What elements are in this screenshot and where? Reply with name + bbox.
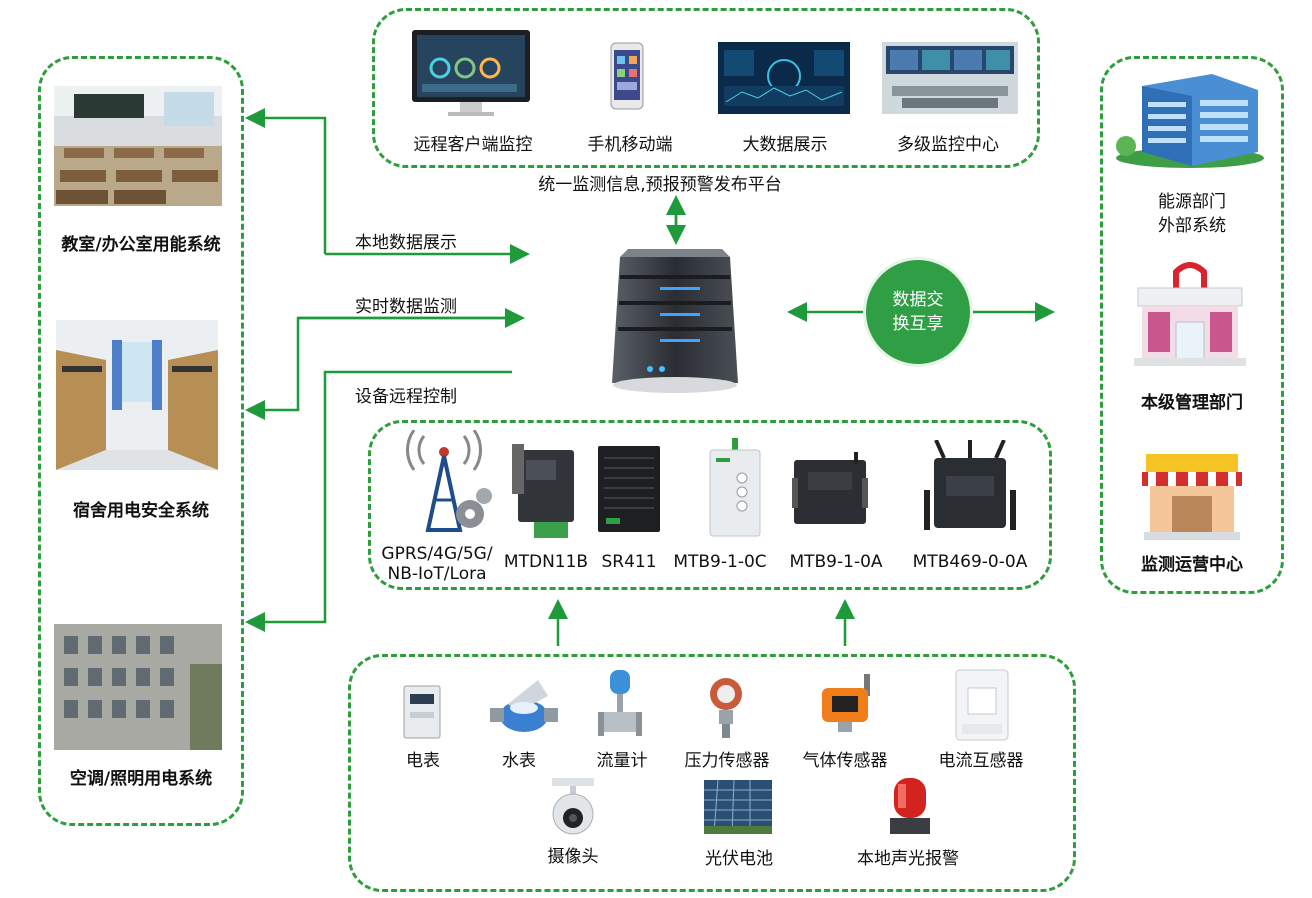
mtdn11b-device-icon [512, 444, 574, 538]
mobile-phone-icon [610, 42, 644, 110]
data-exchange-badge: 数据交 换互享 [866, 260, 970, 364]
left-system-label: 空调/照明用电系统 [69, 769, 213, 789]
management-building-icon [1134, 262, 1246, 366]
sensor-label: 本地声光报警 [857, 849, 959, 869]
big-data-screen-icon [718, 42, 850, 114]
current-transformer-icon [955, 669, 1009, 741]
right-department-label: 本级管理部门 [1141, 393, 1243, 413]
platform-item-label: 手机移动端 [587, 135, 673, 155]
sensor-label: 气体传感器 [802, 751, 888, 771]
left-system-label: 宿舍用电安全系统 [73, 501, 209, 521]
control-center-icon [882, 42, 1018, 114]
gateway-box [368, 420, 1052, 590]
gas-sensor-icon [822, 674, 870, 732]
department-label-line: 能源部门 [1158, 192, 1226, 212]
connector-label-local-display: 本地数据展示 [355, 233, 457, 253]
arrow-remote-control [245, 370, 512, 632]
alarm-light-icon [890, 778, 930, 834]
sensor-label: 水表 [502, 751, 536, 771]
mtb9-1-0a-device-icon [792, 452, 868, 524]
exchange-label-line2: 换互享 [892, 314, 944, 334]
sensor-label: 流量计 [596, 751, 648, 771]
water-meter-icon [490, 680, 558, 732]
flow-meter-icon [598, 670, 642, 736]
camera-icon [552, 778, 594, 835]
wireless-label-line1: GPRS/4G/5G/ [381, 544, 493, 564]
right-department-label: 监测运营中心 [1141, 555, 1243, 575]
sensor-label: 光伏电池 [705, 849, 773, 869]
sensor-label: 压力传感器 [684, 751, 770, 771]
platform-item-label: 远程客户端监控 [413, 135, 533, 155]
desktop-monitor-icon [412, 30, 530, 116]
right-department-label: 能源部门 外部系统 [1104, 190, 1280, 238]
platform-item-label: 大数据展示 [742, 135, 828, 155]
pressure-sensor-icon [710, 678, 742, 738]
solar-panel-icon [704, 780, 772, 834]
wireless-label: GPRS/4G/5G/ NB-IoT/Lora [374, 544, 500, 584]
sensor-label: 摄像头 [547, 847, 599, 867]
electric-meter-icon [403, 685, 441, 739]
gateway-model-label: MTB9-1-0A [789, 552, 883, 572]
wireless-tower-icon [406, 430, 492, 532]
gateway-model-label: MTDN11B [503, 552, 589, 572]
mtb9-1-0c-device-icon [709, 438, 761, 537]
energy-department-building-icon [1116, 74, 1264, 168]
dormitory-photo [56, 320, 218, 470]
connector-label-realtime: 实时数据监测 [355, 297, 457, 317]
top-platform-box [372, 8, 1040, 168]
server-icon [612, 249, 738, 393]
sensor-box [348, 654, 1076, 892]
gateway-model-label: MTB9-1-0C [673, 552, 767, 572]
sr411-device-icon [598, 446, 660, 532]
gateway-model-label: SR411 [601, 552, 657, 572]
classroom-photo [54, 86, 222, 206]
mtb469-0-0a-device-icon [924, 440, 1016, 530]
left-systems-box [38, 56, 244, 826]
right-departments-box [1100, 56, 1284, 594]
sensor-label: 电表 [406, 751, 440, 771]
wireless-label-line2: NB-IoT/Lora [387, 564, 487, 584]
operation-center-icon [1142, 454, 1242, 540]
exchange-label-line1: 数据交 [892, 290, 944, 310]
building-photo [54, 624, 222, 750]
department-label-line: 外部系统 [1158, 216, 1226, 236]
sensor-label: 电流互感器 [938, 751, 1024, 771]
platform-caption: 统一监测信息,预报预警发布平台 [538, 175, 782, 195]
gateway-model-label: MTB469-0-0A [912, 552, 1028, 572]
connector-label-remote-control: 设备远程控制 [355, 387, 457, 407]
left-system-label: 教室/办公室用能系统 [61, 235, 221, 255]
arrow-local-display [245, 108, 327, 254]
platform-item-label: 多级监控中心 [897, 135, 999, 155]
